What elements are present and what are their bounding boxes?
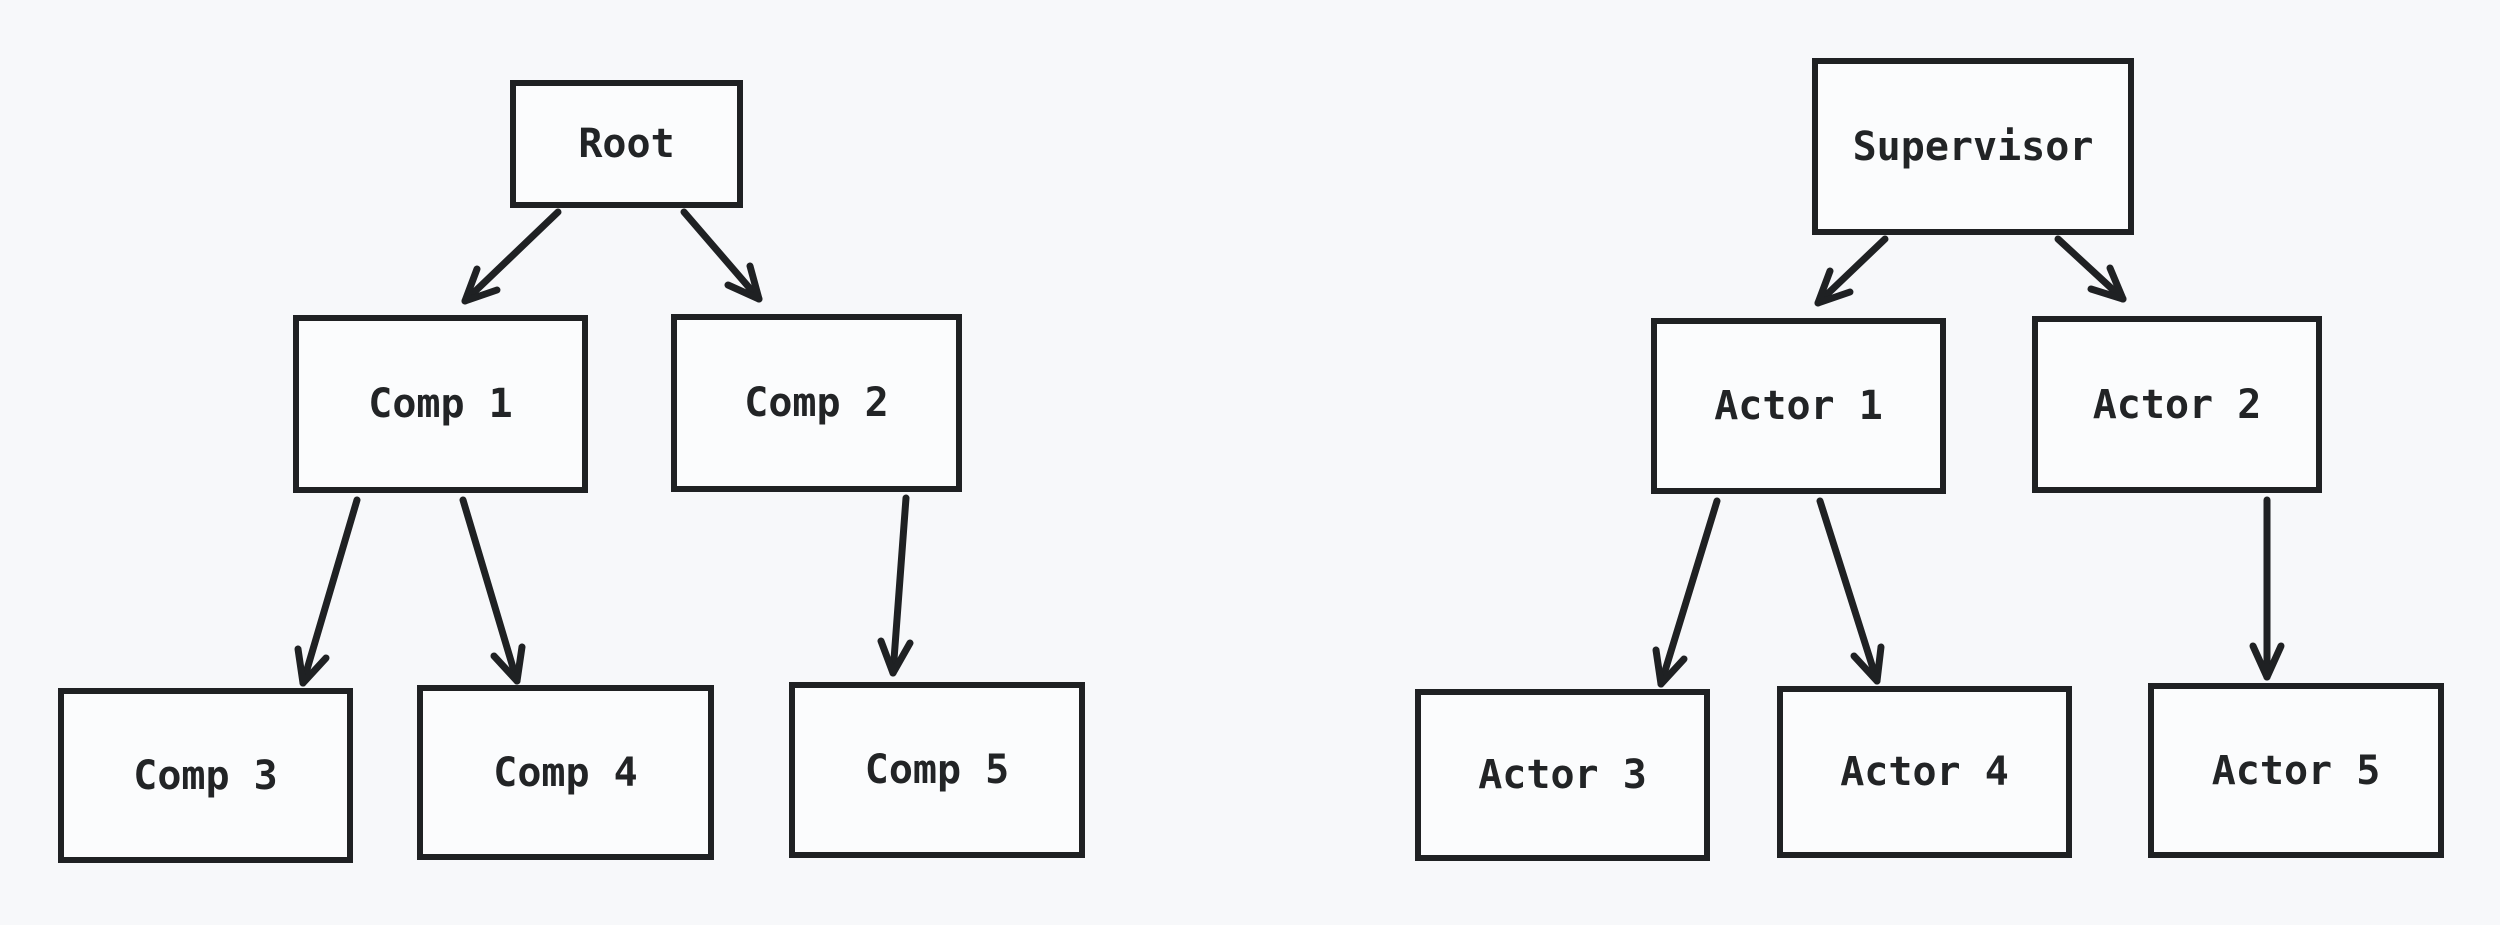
node-actor-4: Actor 4: [1777, 686, 2072, 858]
arrowhead-icon: [2249, 642, 2285, 681]
node-actor-3-label: Actor 3: [1478, 752, 1647, 798]
node-actor-2-label: Actor 2: [2092, 381, 2262, 428]
node-actor-2: Actor 2: [2032, 316, 2322, 493]
node-root: Root: [510, 80, 743, 208]
node-comp-1: Comp 1: [293, 315, 588, 493]
edge-root-to-comp2: [680, 208, 763, 303]
node-actor-1-label: Actor 1: [1714, 383, 1883, 429]
arrowhead-icon: [2087, 264, 2127, 303]
edge-actor2-to-actor5: [2249, 496, 2285, 681]
arrowhead-icon: [877, 637, 914, 677]
edge-actor1-to-actor3: [1652, 497, 1721, 688]
node-comp-4-label: Comp 4: [493, 749, 638, 796]
edge-supervisor-to-actor1: [1814, 235, 1889, 307]
node-supervisor-label: Supervisor: [1852, 123, 2094, 170]
arrowhead-icon: [1850, 643, 1885, 685]
node-root-label: Root: [578, 121, 675, 167]
node-comp-2-label: Comp 2: [744, 380, 889, 426]
arrowhead-icon: [724, 262, 763, 303]
edge-actor1-to-actor4: [1816, 497, 1885, 685]
arrowhead-icon: [490, 643, 526, 685]
node-comp-3: Comp 3: [58, 688, 353, 863]
edge-comp1-to-comp3: [294, 496, 361, 687]
node-comp-4: Comp 4: [417, 685, 714, 860]
arrowhead-icon: [1652, 646, 1688, 688]
edge-root-to-comp1: [461, 208, 562, 305]
node-actor-4-label: Actor 4: [1840, 749, 2009, 795]
node-actor-5: Actor 5: [2148, 683, 2444, 858]
node-actor-1: Actor 1: [1651, 318, 1946, 494]
node-comp-3-label: Comp 3: [133, 752, 278, 799]
node-comp-5-label: Comp 5: [864, 747, 1010, 793]
arrowhead-icon: [1814, 267, 1854, 307]
node-actor-3: Actor 3: [1415, 689, 1710, 861]
arrowhead-icon: [461, 265, 501, 305]
node-comp-2: Comp 2: [671, 314, 962, 492]
node-comp-1-label: Comp 1: [368, 381, 513, 427]
node-supervisor: Supervisor: [1812, 58, 2134, 235]
node-actor-5-label: Actor 5: [2211, 747, 2381, 794]
edge-comp2-to-comp5: [877, 494, 914, 677]
arrowhead-icon: [294, 645, 330, 687]
edge-comp1-to-comp4: [459, 496, 526, 685]
node-comp-5: Comp 5: [789, 682, 1085, 858]
edge-supervisor-to-actor2: [2054, 235, 2127, 303]
